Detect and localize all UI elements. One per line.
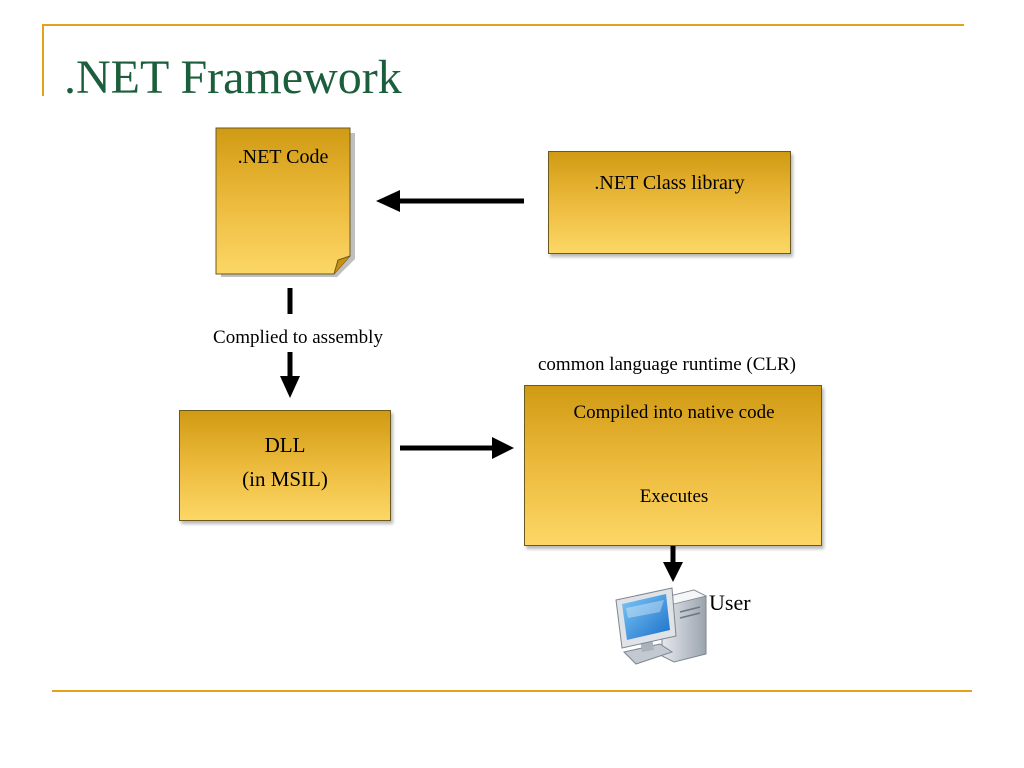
left-accent-line xyxy=(42,24,44,96)
class-library-box: .NET Class library xyxy=(548,151,791,254)
clr-box: Compiled into native code Executes xyxy=(524,385,822,546)
clr-execute-label: Executes xyxy=(639,486,709,507)
arrow-code-to-dll xyxy=(280,288,300,398)
clr-compile-label: Compiled into native code xyxy=(573,402,775,423)
user-label: User xyxy=(709,590,751,615)
dll-label: DLL xyxy=(264,433,306,457)
compile-label: Complied to assembly xyxy=(213,327,383,348)
net-code-document xyxy=(215,127,355,277)
slide-title: .NET Framework xyxy=(64,51,402,104)
computer-icon xyxy=(615,587,708,665)
arrow-library-to-code xyxy=(376,190,524,212)
top-accent-line xyxy=(42,24,964,26)
dll-box: DLL (in MSIL) xyxy=(179,410,391,521)
dll-msil-label: (in MSIL) xyxy=(242,466,328,491)
net-code-label: .NET Code xyxy=(237,146,329,168)
class-library-label: .NET Class library xyxy=(594,172,745,194)
bottom-accent-line xyxy=(52,690,972,692)
arrow-dll-to-clr xyxy=(400,437,514,459)
clr-label: common language runtime (CLR) xyxy=(537,354,797,375)
